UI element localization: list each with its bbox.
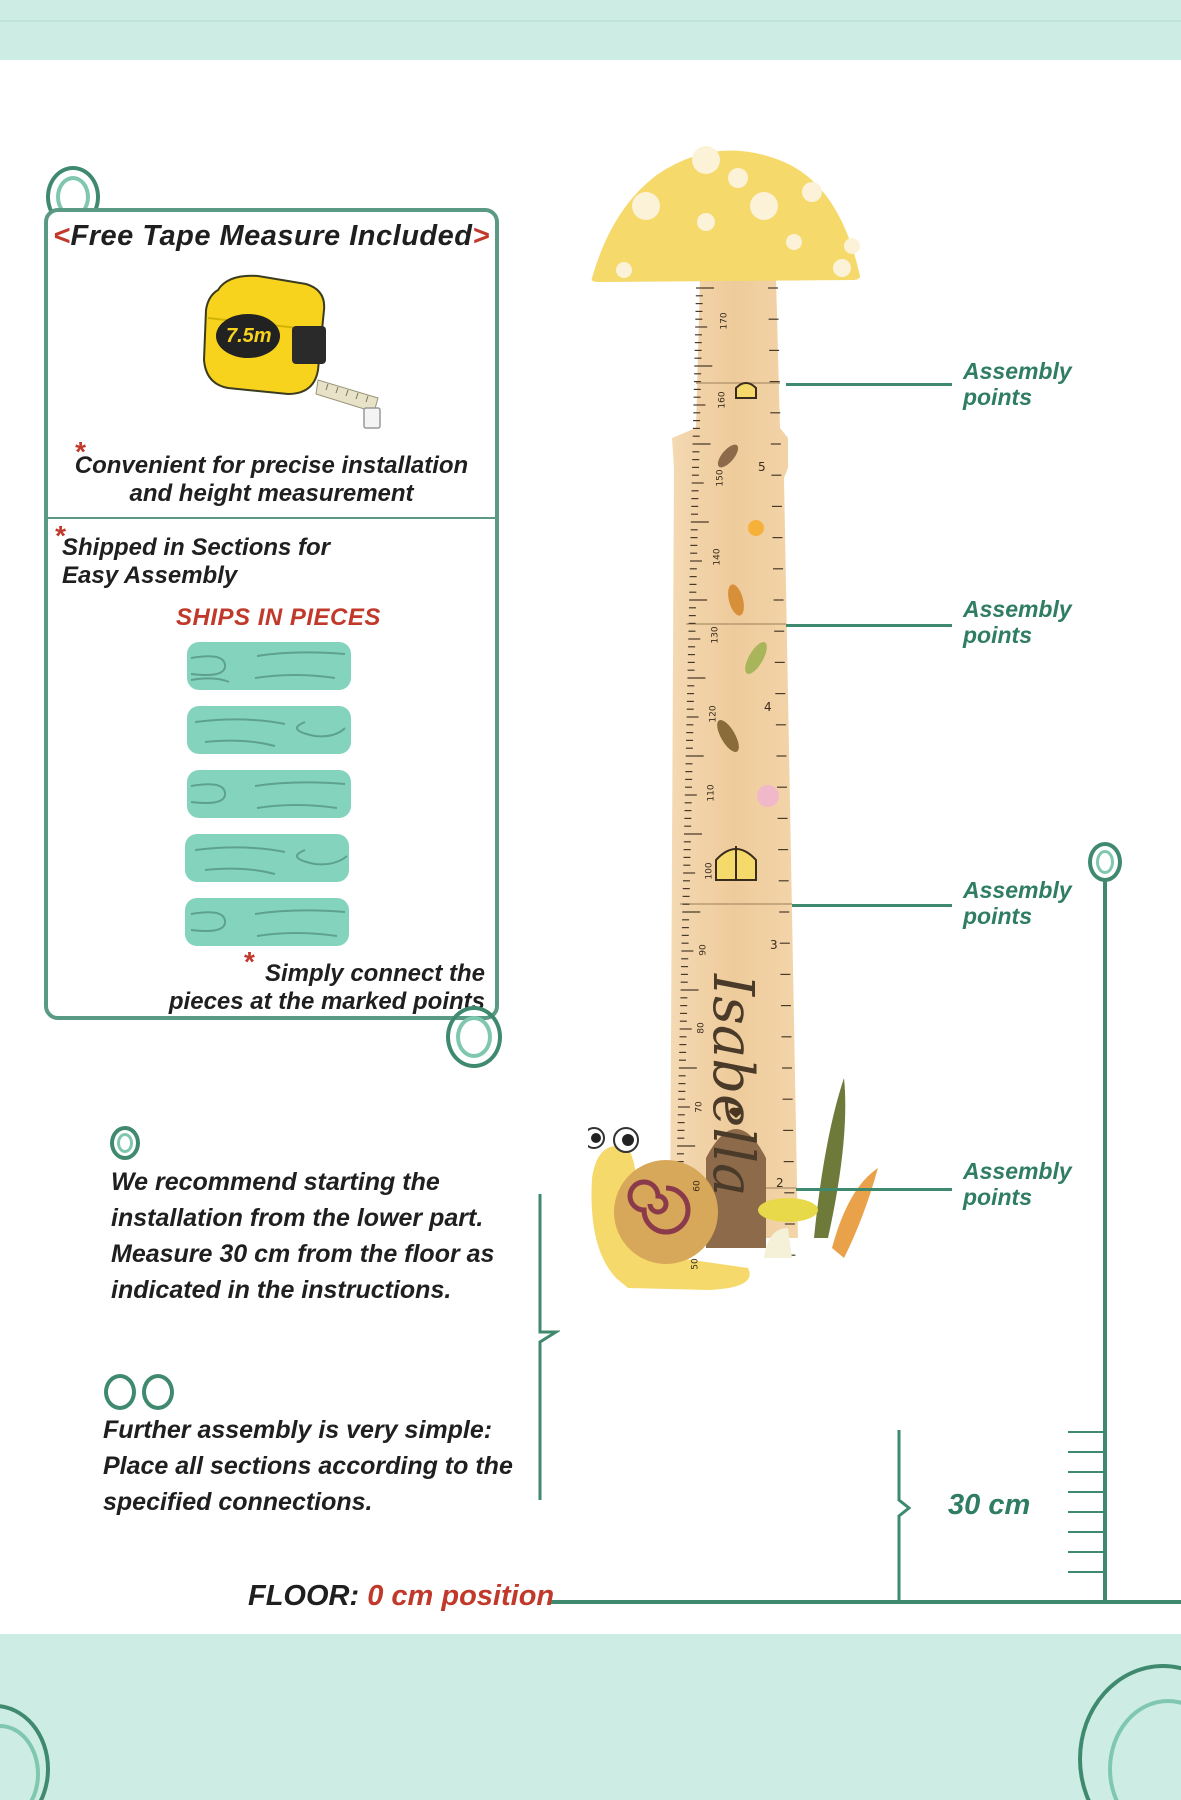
step-1-text: We recommend starting the installation f…	[111, 1164, 494, 1308]
assembly-line1: Assembly	[963, 358, 1072, 384]
height-marker-label: 30 cm	[948, 1489, 1031, 1521]
step-1-ring-inner-icon	[117, 1133, 133, 1153]
ruler-ft-label: 3	[770, 938, 778, 952]
piece-2-icon	[187, 706, 351, 754]
asterisk-icon: *	[54, 520, 65, 551]
height-bracket-icon	[897, 1430, 912, 1602]
box-ring-bottom-icon	[446, 1006, 502, 1068]
ruler-cm-label: 70	[694, 1101, 705, 1113]
floor-label: FLOOR: 0 cm position	[248, 1580, 554, 1613]
post-scale-icon	[1068, 1431, 1104, 1573]
convenient-line-1: Convenient for precise installation	[74, 452, 469, 479]
ruler-cm-label: 150	[715, 469, 726, 487]
ruler-cm-label: 60	[692, 1179, 703, 1192]
ruler-cm-label: 160	[717, 391, 728, 409]
ruler-cm-label: 170	[719, 312, 730, 330]
piece-5-icon	[185, 898, 349, 946]
tape-label: 7.5m	[226, 325, 272, 347]
ruler-ft-label: 5	[758, 460, 766, 474]
assembly-line	[786, 624, 952, 627]
assembly-line1: Assembly	[963, 877, 1072, 903]
assembly-line2: points	[963, 1184, 1032, 1210]
convenient-note: * Convenient for precise installation an…	[48, 438, 495, 508]
post-ring-inner-icon	[1096, 850, 1114, 874]
assembly-line2: points	[963, 903, 1032, 929]
box-ring-bottom-inner-icon	[456, 1016, 492, 1058]
ruler-cm-label: 80	[696, 1022, 707, 1035]
tape-measure-icon: 7.5m	[202, 274, 381, 429]
assembly-label: Assembly points	[963, 358, 1072, 410]
piece-1-icon	[187, 642, 351, 690]
step-1-ring-icon	[110, 1126, 140, 1160]
step-2-line: specified connections.	[103, 1488, 373, 1516]
growth-chart-illustration: Isabella	[588, 146, 878, 1290]
title-bracket-right: >	[472, 220, 490, 252]
chart-name: Isabella	[700, 973, 765, 1196]
floor-line	[551, 1600, 1181, 1604]
step-1-line: indicated in the instructions.	[111, 1276, 452, 1304]
top-band	[0, 0, 1181, 60]
asterisk-icon: *	[242, 946, 254, 977]
title-text: Free Tape Measure Included	[70, 220, 473, 252]
assembly-line1: Assembly	[963, 1158, 1072, 1184]
shipped-line-2: Easy Assembly	[62, 562, 238, 589]
piece-grain-icon	[190, 651, 348, 937]
ruler-cm-label: 130	[710, 626, 721, 644]
ruler-cm-label: 100	[704, 862, 715, 880]
assembly-label: Assembly points	[963, 596, 1072, 648]
ships-in-pieces-label: SHIPS IN PIECES	[176, 604, 381, 631]
assembly-line	[792, 904, 952, 907]
step-1-line: installation from the lower part.	[111, 1204, 484, 1232]
connect-line-1: Simply connect the	[264, 960, 485, 987]
box-divider	[48, 517, 495, 519]
assembly-line1: Assembly	[963, 596, 1072, 622]
ruler-cm-label: 120	[708, 705, 719, 723]
ruler-ft-label: 4	[764, 700, 772, 714]
step-2-ring-b-icon	[142, 1374, 174, 1410]
assembly-line	[786, 383, 952, 386]
ruler-cm-label: 110	[706, 784, 717, 802]
bottom-band	[0, 1634, 1181, 1800]
step-1-line: Measure 30 cm from the floor as	[111, 1240, 495, 1268]
convenient-line-2: and height measurement	[129, 480, 414, 507]
connect-line-2: pieces at the marked points	[168, 988, 485, 1015]
title-bracket-left: <	[53, 220, 71, 252]
shipped-note: * Shipped in Sections for Easy Assembly	[54, 522, 362, 590]
piece-4-icon	[185, 834, 349, 882]
floor-label-text: FLOOR:	[248, 1580, 360, 1612]
floor-position-text: 0 cm position	[367, 1580, 555, 1612]
assembly-label: Assembly points	[963, 877, 1072, 929]
step-2-ring-a-icon	[104, 1374, 136, 1410]
free-tape-title: <Free Tape Measure Included>	[48, 220, 495, 253]
shipped-line-1: Shipped in Sections for	[62, 534, 331, 561]
assembly-line2: points	[963, 384, 1032, 410]
step-2-line: Further assembly is very simple:	[103, 1416, 493, 1444]
step-2-text: Further assembly is very simple: Place a…	[103, 1412, 513, 1520]
step-2-line: Place all sections according to the	[103, 1452, 513, 1480]
assembly-line	[796, 1188, 952, 1191]
top-band-stripe	[0, 20, 1181, 22]
step-1-line: We recommend starting the	[111, 1168, 440, 1196]
assembly-label: Assembly points	[963, 1158, 1072, 1210]
piece-3-icon	[187, 770, 351, 818]
asterisk-icon: *	[74, 436, 85, 467]
ruler-cm-label: 90	[699, 944, 710, 956]
ruler-cm-label: 140	[712, 548, 723, 566]
post-bar	[1103, 880, 1107, 1602]
assembly-line2: points	[963, 622, 1032, 648]
ruler-ft-label: 2	[776, 1176, 784, 1190]
ruler-cm-label: 50	[690, 1258, 701, 1270]
connect-note: * Simply connect the pieces at the marke…	[168, 948, 485, 1016]
instruction-bracket-icon	[538, 1194, 560, 1500]
info-box: <Free Tape Measure Included> 7.5m * Conv…	[44, 208, 499, 1020]
